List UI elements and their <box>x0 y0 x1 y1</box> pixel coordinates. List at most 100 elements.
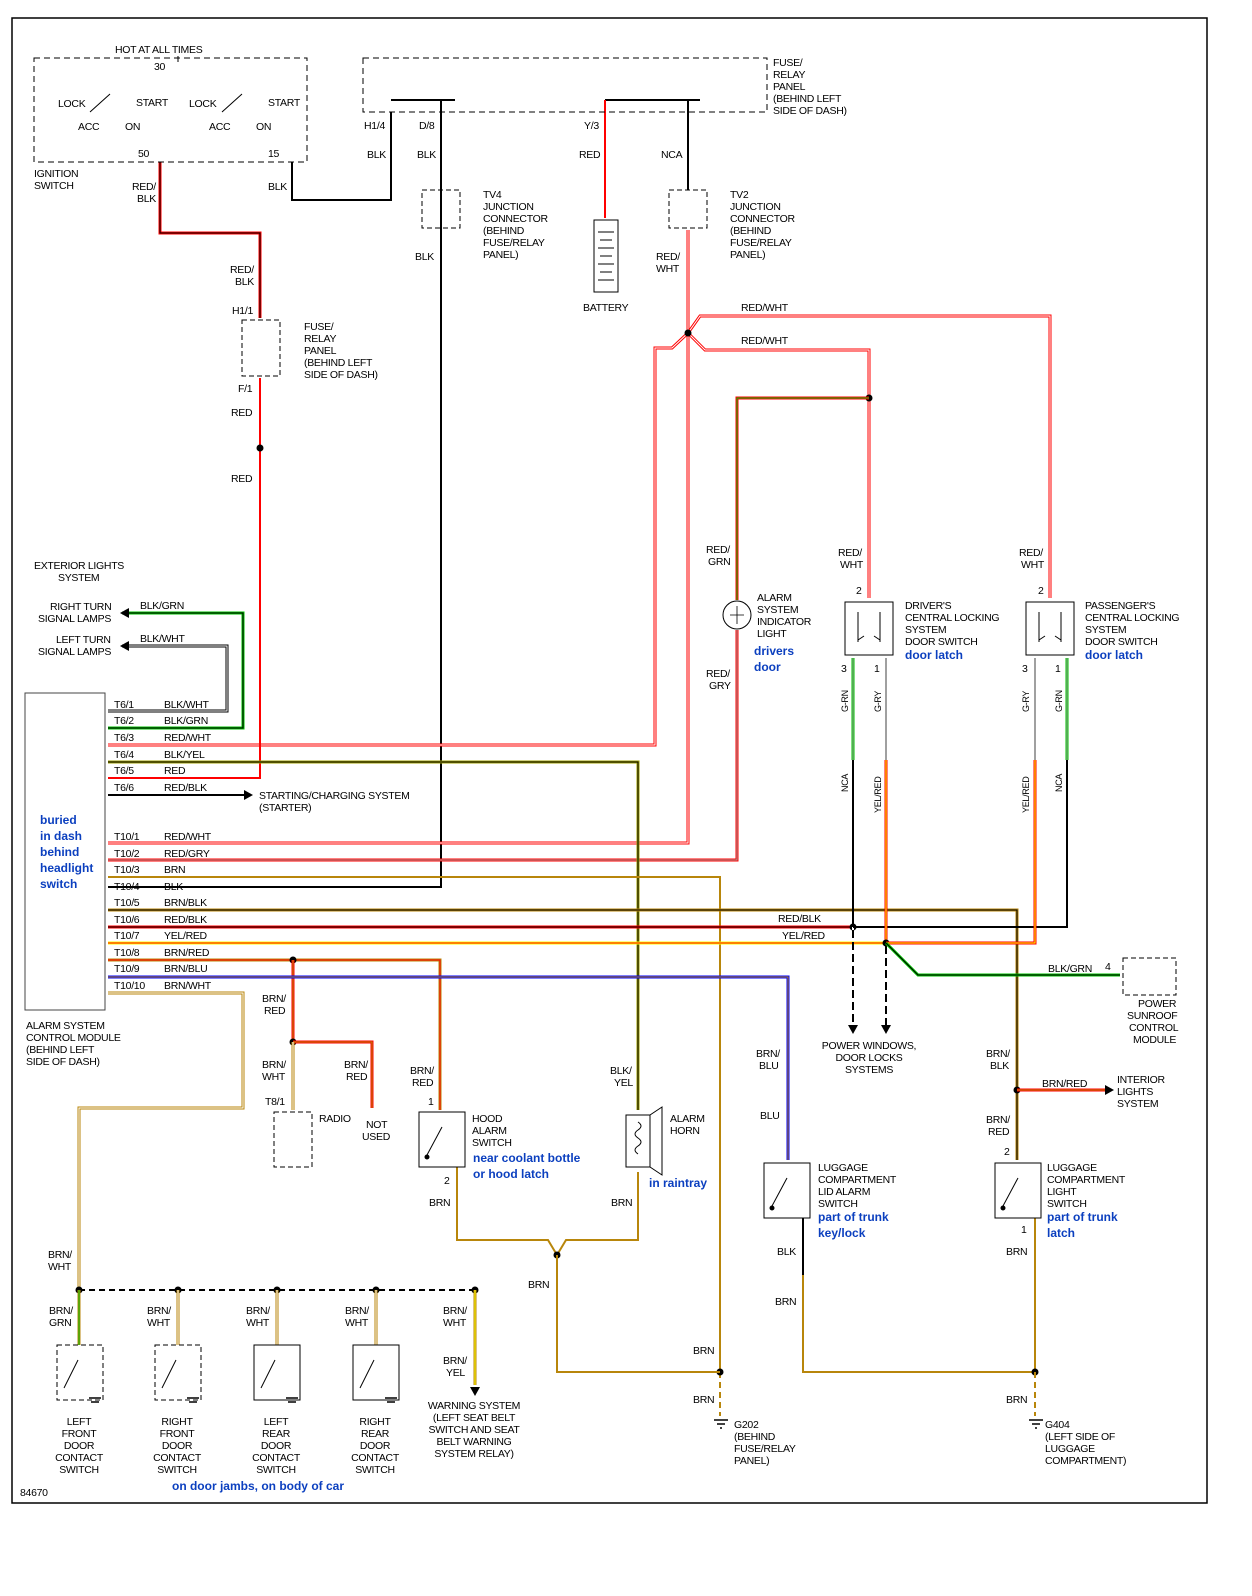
hood-switch-icon <box>418 1111 466 1168</box>
wire-label: YEL <box>446 1367 465 1379</box>
door-switch-name: DOOR <box>360 1440 391 1452</box>
wire-label: BRN/ <box>48 1249 72 1261</box>
module-location-note: in dash <box>40 829 82 843</box>
door-switch-name: DOOR <box>261 1440 292 1452</box>
fuse-panel-name: FUSE/ <box>773 57 803 69</box>
t10-pin-label: T10/5 <box>114 897 140 909</box>
indicator-name: INDICATOR <box>757 616 812 628</box>
wire-50-red-blk <box>158 162 262 318</box>
fuse-relay-panel-mid <box>241 319 281 377</box>
battery-label: BATTERY <box>583 302 629 314</box>
wire-horn-brn <box>556 1172 639 1256</box>
light-switch-note: latch <box>1047 1226 1075 1240</box>
passenger-switch-name: CENTRAL LOCKING <box>1085 612 1179 624</box>
tv4-name: FUSE/RELAY <box>483 237 545 249</box>
indicator-name: ALARM <box>757 592 792 604</box>
door-switch-name: REAR <box>262 1428 291 1440</box>
t10-wire-color: BRN/BLK <box>164 897 207 909</box>
wire-label: BRN/RED <box>1042 1078 1088 1090</box>
interior-lights-label: SYSTEM <box>1117 1098 1158 1110</box>
ignition-pin-30: 30 <box>154 61 166 73</box>
wire-label: RED <box>346 1071 368 1083</box>
wire-label: G-RY <box>1021 691 1031 712</box>
t6-pin-label: T6/3 <box>114 732 134 744</box>
wire-label: BRN/ <box>246 1305 270 1317</box>
radio-box <box>273 1111 313 1168</box>
pin-label: 2 <box>856 585 862 597</box>
wire-label: BRN/ <box>262 993 286 1005</box>
tv2-name: (BEHIND <box>730 225 772 237</box>
arrow-icon <box>120 641 129 651</box>
wire-lid-brn <box>802 1275 1035 1373</box>
indicator-name: LIGHT <box>757 628 787 640</box>
wire-label: YEL <box>614 1077 633 1089</box>
module-location-note: buried <box>40 813 77 827</box>
tv2-connector <box>668 189 708 229</box>
door-switch-name: REAR <box>361 1428 390 1440</box>
light-switch-icon <box>994 1162 1042 1219</box>
arrow-icon <box>244 790 253 800</box>
wire-label: BRN/ <box>443 1305 467 1317</box>
door-switch-name: RIGHT <box>359 1416 391 1428</box>
wire-label: BRN/ <box>147 1305 171 1317</box>
wires <box>75 99 1120 1416</box>
arrow-icon <box>1105 1085 1114 1095</box>
door-switch-name: SWITCH <box>157 1464 197 1476</box>
t6-pin-label: T6/1 <box>114 699 134 711</box>
ignition-on-2: ON <box>256 121 271 133</box>
wire-red-grn-stripe <box>736 397 869 600</box>
t6-pin-label: T6/4 <box>114 749 134 761</box>
fuse-panel-name: SIDE OF DASH) <box>773 105 847 117</box>
wire-label: GRN <box>708 556 730 568</box>
wire-t108-brn-red <box>108 958 442 1110</box>
starter-label: STARTING/CHARGING SYSTEM <box>259 790 410 802</box>
wire-label: BLU <box>760 1110 780 1122</box>
wire-pass-nca <box>853 760 1068 928</box>
g404-label: (LEFT SIDE OF <box>1045 1431 1115 1443</box>
light-switch-name: LUGGAGE <box>1047 1162 1097 1174</box>
lid-switch-name: SWITCH <box>818 1198 858 1210</box>
arrow-icon <box>881 1025 891 1034</box>
door-switch-name: CONTACT <box>252 1452 301 1464</box>
t10-wire-color: BRN/WHT <box>164 980 212 992</box>
power-windows-label: DOOR LOCKS <box>835 1052 902 1064</box>
wire-label: WHT <box>840 559 864 571</box>
door-switch-name: DOOR <box>162 1440 193 1452</box>
wire-label: RED/ <box>656 251 680 263</box>
ignition-pin-15: 15 <box>268 148 280 160</box>
hood-switch-name: HOOD <box>472 1113 503 1125</box>
tv4-name: (BEHIND <box>483 225 525 237</box>
wire-red-wht-t63 <box>108 331 690 747</box>
door-switch-name: FRONT <box>62 1428 98 1440</box>
door-switch-name: LEFT <box>67 1416 92 1428</box>
ignition-name: IGNITION <box>34 168 78 180</box>
wire-t105-brn-blk-stripe <box>108 909 1018 1160</box>
warning-system-label: BELT WARNING <box>437 1436 512 1448</box>
t10-wire-color: RED/GRY <box>164 848 210 860</box>
right-turn-label: SIGNAL LAMPS <box>38 613 111 625</box>
wire-label: RED/ <box>1019 547 1043 559</box>
passenger-door-switch-icon <box>1025 601 1075 656</box>
wire-label: RED <box>579 149 601 161</box>
passenger-switch-name: SYSTEM <box>1085 624 1126 636</box>
pin-label: 3 <box>1022 663 1028 675</box>
warning-system-label: WARNING SYSTEM <box>428 1400 520 1412</box>
ignition-hot-label: HOT AT ALL TIMES <box>115 44 203 56</box>
wire-label: BRN/ <box>344 1059 368 1071</box>
t10-pin-label: T10/7 <box>114 930 140 942</box>
warning-system-label: SWITCH AND SEAT <box>429 1424 521 1436</box>
module-location-note: behind <box>40 845 79 859</box>
wire-label: BRN/ <box>986 1114 1010 1126</box>
starter-label: (STARTER) <box>259 802 311 814</box>
t6-pin-label: T6/2 <box>114 715 134 727</box>
diagram-frame <box>11 17 1208 1504</box>
tv4-connector <box>421 189 461 229</box>
wire-label: BRN <box>429 1197 450 1209</box>
tv2-name: CONNECTOR <box>730 213 795 225</box>
wire-notused-stripe <box>293 1041 373 1108</box>
hood-switch-note: near coolant bottle <box>473 1151 581 1165</box>
wire-label: RED <box>231 407 253 419</box>
g202-label: FUSE/RELAY <box>734 1443 796 1455</box>
ignition-name: SWITCH <box>34 180 74 192</box>
warning-system-label: (LEFT SEAT BELT <box>433 1412 516 1424</box>
